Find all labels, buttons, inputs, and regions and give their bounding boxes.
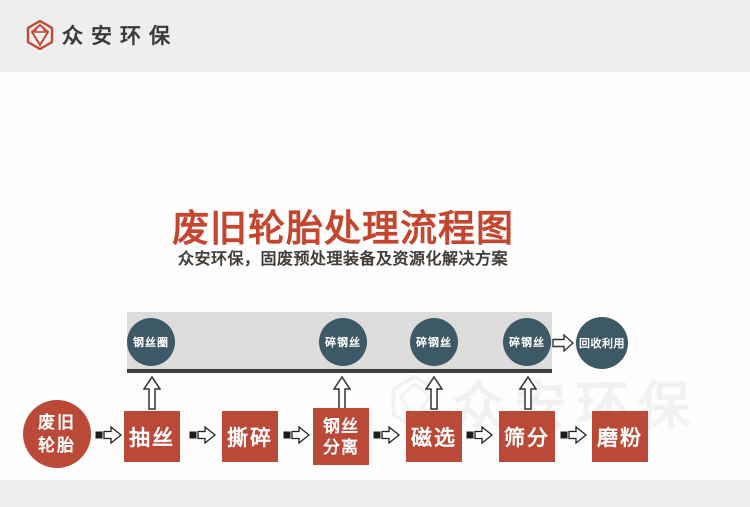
logo-text: 众安环保 [62, 25, 178, 48]
up-arrow-icon [425, 376, 443, 410]
source-node-waste-tire: 废旧 轮胎 [23, 400, 91, 468]
figure-area: 废旧轮胎处理流程图 众安环保，固废预处理装备及资源化解决方案 众安环保 钢丝圈 … [0, 72, 750, 480]
step-screening: 筛分 [499, 411, 555, 462]
figure-title: 废旧轮胎处理流程图 [172, 208, 514, 249]
footer-strip [0, 480, 750, 507]
flow-arrow-icon [189, 425, 216, 445]
step-line2: 分离 [323, 437, 359, 457]
recycle-arrow-icon [552, 333, 574, 353]
step-line1: 钢丝 [323, 416, 359, 436]
byproduct-crushed-wire-1: 碎钢丝 [319, 318, 367, 366]
source-line2: 轮胎 [38, 436, 76, 455]
byproduct-crushed-wire-2: 碎钢丝 [410, 318, 458, 366]
site-logo[interactable]: 众安环保 [25, 20, 178, 50]
up-arrow-icon [143, 376, 161, 410]
up-arrow-icon [333, 376, 351, 410]
flow-arrow-icon [283, 425, 310, 445]
step-grinding: 磨粉 [592, 411, 648, 462]
byproduct-steel-ring: 钢丝圈 [127, 318, 175, 366]
step-shredding: 撕碎 [222, 411, 278, 462]
gem-hexagon-logo-icon [26, 20, 54, 50]
step-wire-separation: 钢丝 分离 [313, 408, 369, 465]
figure-subtitle: 众安环保，固废预处理装备及资源化解决方案 [177, 251, 508, 268]
site-header [0, 0, 750, 72]
flow-arrow-icon [95, 425, 122, 445]
recycle-node: 回收利用 [576, 317, 628, 369]
byproduct-crushed-wire-3: 碎钢丝 [503, 318, 551, 366]
flow-arrow-icon [373, 425, 400, 445]
step-magnetic-separation: 磁选 [406, 411, 462, 462]
up-arrow-icon [519, 376, 537, 410]
flow-arrow-icon [466, 425, 493, 445]
source-line1: 废旧 [38, 413, 76, 432]
flow-arrow-icon [560, 425, 587, 445]
step-wire-drawing: 抽丝 [124, 411, 180, 462]
